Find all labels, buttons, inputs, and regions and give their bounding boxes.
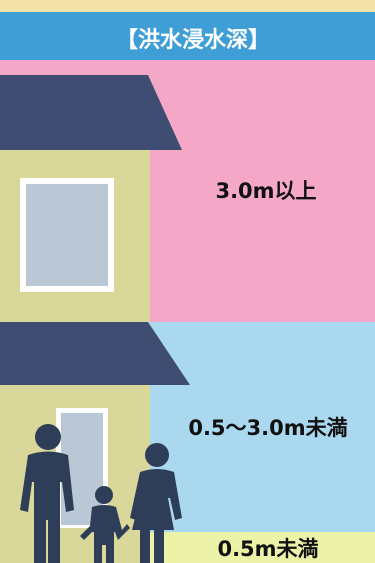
level-label-under-0-5m: 0.5m未満 (217, 537, 318, 561)
legend-title: 【洪水浸水深】 (116, 28, 270, 53)
house-icon (0, 75, 190, 563)
top-strip (0, 0, 375, 12)
level-label-0-5-to-3m: 0.5～3.0m未満 (188, 416, 347, 440)
level-label-3m-plus: 3.0m以上 (215, 179, 316, 203)
header-bar (0, 12, 375, 60)
family-silhouette-icon (20, 424, 182, 563)
